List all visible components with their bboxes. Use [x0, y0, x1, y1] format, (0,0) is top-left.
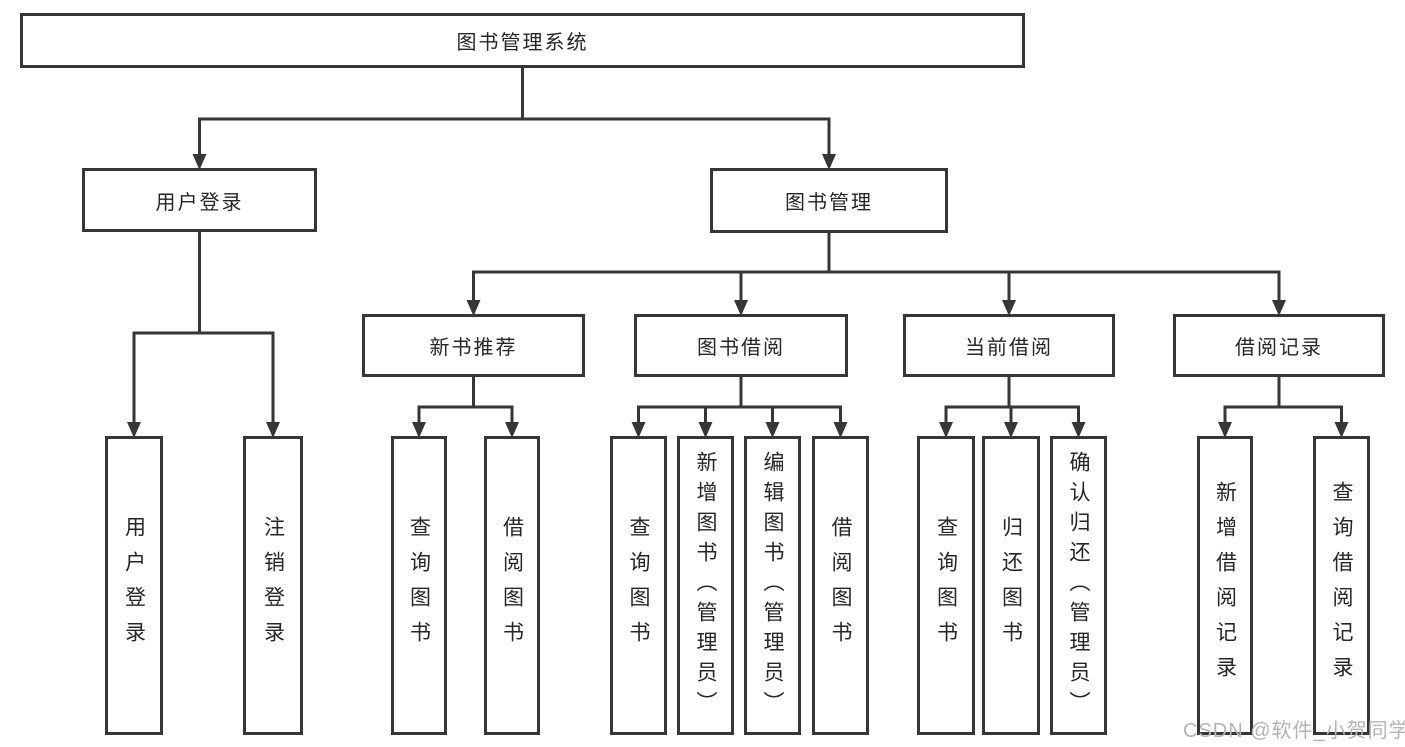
- node-bb-borrow: 借阅图书: [812, 436, 869, 735]
- arrowhead-icon: [266, 422, 280, 438]
- node-cb-confirm: 确认归还（管理员）: [1050, 436, 1107, 735]
- node-label-cb-query: 查询图书: [934, 515, 958, 656]
- node-label-logout: 注销登录: [261, 515, 285, 656]
- arrowhead-icon: [734, 300, 748, 316]
- node-book-mgmt: 图书管理: [710, 168, 948, 233]
- node-label-bb-add: 新增图书（管理员）: [694, 450, 717, 721]
- arrowhead-icon: [765, 422, 780, 438]
- node-user-login: 用户登录: [82, 168, 317, 232]
- node-br-query: 查询借阅记录: [1313, 436, 1370, 735]
- node-root: 图书管理系统: [20, 13, 1025, 68]
- watermark: CSDN @软件_小贺同学: [1183, 720, 1405, 742]
- node-label-nbr-borrow: 借阅图书: [500, 515, 524, 656]
- node-label-new-book-rec: 新书推荐: [429, 337, 518, 359]
- arrowhead-icon: [127, 422, 141, 438]
- arrowhead-icon: [466, 300, 481, 316]
- node-bb-add: 新增图书（管理员）: [677, 436, 734, 735]
- node-label-bb-borrow: 借阅图书: [829, 515, 852, 656]
- arrowhead-icon: [833, 422, 848, 438]
- arrowhead-icon: [1218, 422, 1232, 438]
- node-label-login: 用户登录: [122, 515, 146, 656]
- node-label-book-borrow: 图书借阅: [697, 337, 785, 359]
- node-label-current-borrow: 当前借阅: [965, 337, 1053, 359]
- node-label-br-query: 查询借阅记录: [1330, 480, 1353, 691]
- node-bb-edit: 编辑图书（管理员）: [744, 436, 801, 735]
- arrowhead-icon: [192, 154, 207, 170]
- node-logout: 注销登录: [243, 436, 303, 735]
- arrowhead-icon: [939, 422, 953, 438]
- arrowhead-icon: [1004, 422, 1018, 438]
- arrowhead-icon: [822, 154, 836, 170]
- node-book-borrow: 图书借阅: [634, 314, 848, 377]
- node-label-cb-confirm: 确认归还（管理员）: [1067, 450, 1090, 721]
- node-login: 用户登录: [105, 436, 163, 735]
- node-nbr-borrow: 借阅图书: [484, 436, 540, 735]
- arrowhead-icon: [1002, 300, 1016, 316]
- node-label-nbr-query: 查询图书: [407, 515, 431, 656]
- arrowhead-icon: [505, 422, 519, 438]
- node-label-bb-edit: 编辑图书（管理员）: [761, 450, 784, 721]
- node-new-book-rec: 新书推荐: [362, 314, 585, 377]
- node-label-root: 图书管理系统: [456, 32, 589, 54]
- node-cb-return: 归还图书: [982, 436, 1040, 735]
- node-label-book-mgmt: 图书管理: [785, 192, 873, 214]
- node-bb-query: 查询图书: [610, 436, 667, 735]
- node-cb-query: 查询图书: [917, 436, 975, 735]
- node-label-br-add: 新增借阅记录: [1213, 480, 1237, 691]
- node-label-bb-query: 查询图书: [627, 515, 650, 656]
- arrowhead-icon: [698, 422, 713, 438]
- node-label-cb-return: 归还图书: [999, 515, 1023, 656]
- arrowhead-icon: [1272, 300, 1286, 316]
- node-current-borrow: 当前借阅: [903, 314, 1115, 377]
- arrowhead-icon: [1334, 422, 1349, 438]
- node-borrow-records: 借阅记录: [1173, 314, 1385, 377]
- node-label-borrow-records: 借阅记录: [1235, 337, 1323, 359]
- arrowhead-icon: [1071, 422, 1086, 438]
- arrowhead-icon: [631, 422, 646, 438]
- node-nbr-query: 查询图书: [391, 436, 447, 735]
- node-br-add: 新增借阅记录: [1197, 436, 1253, 735]
- node-label-user-login: 用户登录: [155, 191, 244, 214]
- arrowhead-icon: [412, 422, 426, 438]
